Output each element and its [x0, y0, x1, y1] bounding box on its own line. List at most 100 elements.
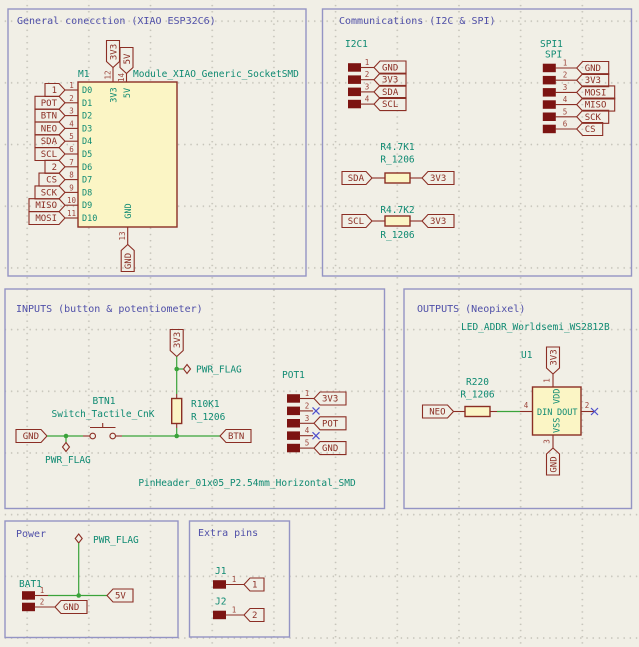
r-scl-value[interactable]: R_1206: [380, 230, 415, 241]
global-label-sda[interactable]: SDA: [348, 174, 365, 184]
i2c1-connector[interactable]: I2C1 GND 1 3V3 2 SDA 3 SCL 4: [345, 39, 407, 112]
global-label[interactable]: GND: [382, 64, 398, 74]
pot1-ref[interactable]: POT1: [282, 370, 305, 381]
power-label-gnd[interactable]: GND: [124, 253, 134, 269]
m1-pin-row-d8[interactable]: SCK 9 D8: [34, 183, 92, 200]
inputs-3v3-power[interactable]: 3V3: [169, 328, 184, 358]
global-label[interactable]: 2: [252, 611, 257, 621]
global-label[interactable]: SDA: [382, 88, 399, 98]
spi1-connector[interactable]: SPI1 SPI GND 1 3V3 2 MOSI 3 MISO 4 SCK 5…: [540, 39, 616, 137]
m1-value[interactable]: Module_XIAO_Generic_SocketSMD: [133, 69, 299, 80]
svg-text:5V[interactable]: 5V: [115, 592, 126, 602]
r-sda-pullup[interactable]: R4.7K1 R_1206 SDA 3V3: [341, 142, 455, 186]
global-label[interactable]: 2: [52, 163, 57, 173]
global-label[interactable]: 3V3: [382, 76, 398, 86]
global-label[interactable]: 3V3: [585, 76, 601, 86]
r10k1-value[interactable]: R_1206: [191, 412, 226, 423]
m1-pin-row-d2[interactable]: BTN 3 D2: [34, 107, 92, 123]
r-sda-body[interactable]: [384, 172, 411, 184]
j2-connector[interactable]: J2 1 2: [213, 597, 265, 623]
inputs-gnd-label[interactable]: GND: [15, 428, 48, 444]
pot1-footprint[interactable]: PinHeader_01x05_P2.54mm_Horizontal_SMD: [138, 478, 356, 489]
j1-ref[interactable]: J1: [215, 566, 227, 577]
power-label-3v3[interactable]: 3V3: [109, 44, 119, 60]
r220-value[interactable]: R_1206: [460, 390, 495, 401]
pot1-connector[interactable]: POT1 3V3 1 2 POT 3 4 GND 5: [282, 370, 347, 456]
global-label-scl[interactable]: SCL: [348, 217, 364, 227]
power-label-3v3[interactable]: 3V3: [173, 332, 183, 348]
r220-ref[interactable]: R220: [466, 377, 489, 388]
power-label-3v3[interactable]: 3V3: [430, 217, 446, 227]
global-label[interactable]: 1: [252, 581, 257, 591]
m1-body[interactable]: [77, 81, 178, 228]
global-label[interactable]: SCL: [41, 150, 57, 160]
global-label[interactable]: BTN: [41, 112, 57, 122]
global-label[interactable]: SCK: [585, 113, 602, 123]
global-label[interactable]: GND: [585, 64, 601, 74]
m1-pin-row-d9[interactable]: MISO 10 D9: [28, 196, 92, 213]
r-scl-body[interactable]: [384, 215, 411, 227]
i2c1-ref[interactable]: I2C1: [345, 39, 368, 50]
power-gnd-label[interactable]: GND: [54, 599, 88, 615]
m1-pin-row-d10[interactable]: MOSI 11 D10: [28, 209, 97, 226]
global-label[interactable]: POT: [41, 99, 58, 109]
j2-ref[interactable]: J2: [215, 597, 226, 608]
m1-pin-row-d1[interactable]: POT 2 D1: [34, 94, 92, 110]
btn1-value[interactable]: Switch_Tactile_CnK: [52, 409, 155, 420]
global-label[interactable]: 1: [52, 86, 57, 96]
global-label-neo[interactable]: NEO: [429, 408, 445, 418]
global-label[interactable]: CS: [46, 176, 57, 186]
global-label[interactable]: NEO: [41, 124, 57, 134]
r220-resistor[interactable]: R220 R_1206 NEO: [421, 377, 498, 419]
u1-ref[interactable]: U1: [521, 350, 533, 361]
m1-pin-row-d7[interactable]: CS 8 D7: [38, 171, 92, 187]
bat1-connector[interactable]: BAT1 1 2: [19, 579, 55, 612]
global-label[interactable]: MISO: [585, 101, 607, 111]
global-label[interactable]: MISO: [35, 201, 57, 211]
u1-body[interactable]: [531, 386, 582, 436]
global-label[interactable]: MOSI: [35, 214, 57, 224]
m1-top-power-5v[interactable]: 5V 14 5V: [117, 46, 134, 99]
r10k1-body[interactable]: [170, 397, 183, 425]
u1-symbol[interactable]: 1 DIN DOUT VDD VSS 4 2 3: [520, 374, 599, 448]
outputs-3v3-power[interactable]: 3V3: [545, 346, 561, 375]
r220-body[interactable]: [464, 405, 491, 418]
pwr-flag-label[interactable]: PWR_FLAG: [196, 365, 242, 376]
global-label[interactable]: SDA: [41, 137, 58, 147]
power-5v-label[interactable]: 5V: [106, 588, 134, 603]
power-label-3v3[interactable]: 3V3: [549, 349, 559, 365]
svg-text:BTN[interactable]: BTN: [228, 432, 244, 442]
power-label-3v3[interactable]: 3V3: [430, 174, 446, 184]
power-label-5v[interactable]: 5V: [123, 53, 133, 64]
m1-pin-row-d6[interactable]: 2 7 D6: [44, 158, 92, 174]
spi1-value[interactable]: SPI: [545, 50, 562, 61]
btn-net-label[interactable]: BTN: [219, 428, 252, 444]
svg-text:GND[interactable]: GND: [23, 432, 39, 442]
m1-pin-row-d4[interactable]: SDA 5 D4: [34, 132, 92, 149]
power-label-gnd[interactable]: GND: [549, 456, 559, 472]
j1-connector[interactable]: J1 1 1: [213, 566, 265, 592]
m1-symbol[interactable]: M1 Module_XIAO_Generic_SocketSMD: [77, 69, 299, 228]
global-label-pot[interactable]: POT: [322, 419, 339, 429]
r-scl-ref[interactable]: R4.7K2: [380, 205, 414, 216]
r10k1-resistor[interactable]: R10K1 R_1206: [170, 394, 226, 428]
power-label-gnd[interactable]: GND: [322, 444, 338, 454]
pwr-flag-left[interactable]: PWR_FLAG: [45, 436, 91, 466]
btn1-switch[interactable]: BTN1 Switch_Tactile_CnK: [52, 396, 155, 440]
power-label-3v3[interactable]: 3V3: [322, 395, 338, 405]
bat1-ref[interactable]: BAT1: [19, 579, 42, 590]
global-label[interactable]: CS: [585, 125, 596, 135]
global-label[interactable]: SCK: [41, 188, 58, 198]
u1-lib-name[interactable]: LED_ADDR_Worldsemi_WS2812B: [461, 322, 610, 333]
m1-ref[interactable]: M1: [78, 69, 90, 80]
m1-bottom-gnd[interactable]: GND 13 GND: [118, 203, 135, 273]
m1-top-power-3v3[interactable]: 3V3 12 3V3: [104, 39, 121, 103]
power-pwr-flag[interactable]: PWR_FLAG: [74, 533, 139, 546]
outputs-gnd-power[interactable]: GND: [545, 447, 561, 476]
m1-pin-row-d3[interactable]: NEO 4 D3: [34, 119, 92, 136]
pwr-flag-label[interactable]: PWR_FLAG: [45, 455, 91, 466]
r10k1-ref[interactable]: R10K1: [191, 399, 220, 410]
pwr-flag-label[interactable]: PWR_FLAG: [93, 535, 139, 546]
r-sda-ref[interactable]: R4.7K1: [380, 142, 415, 153]
